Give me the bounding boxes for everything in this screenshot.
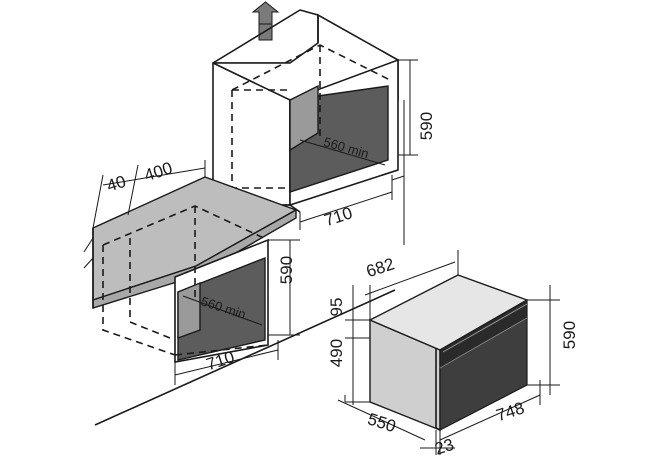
oven: [337, 250, 560, 455]
oven-door-label: 23: [432, 435, 456, 459]
oven-body-label: 490: [327, 339, 346, 367]
tall-width-label: 710: [322, 203, 355, 230]
worktop: [83, 160, 298, 309]
oven-width-label: 748: [494, 398, 527, 425]
under-counter-cabinet: [94, 205, 396, 426]
gap-label: 40: [104, 172, 128, 196]
tall-height-label: 590: [417, 112, 436, 140]
worktop-depth-label: 400: [142, 158, 175, 185]
under-height-label: 590: [277, 256, 296, 284]
oven-depth-label: 682: [364, 254, 397, 281]
oven-top-label: 95: [327, 298, 346, 317]
oven-front-depth-label: 550: [365, 409, 398, 436]
labels: 590 710 560 min 40 400 590 710 560 min 6…: [104, 112, 579, 459]
up-arrow-icon: [251, 1, 280, 41]
oven-height-label: 590: [560, 321, 579, 349]
